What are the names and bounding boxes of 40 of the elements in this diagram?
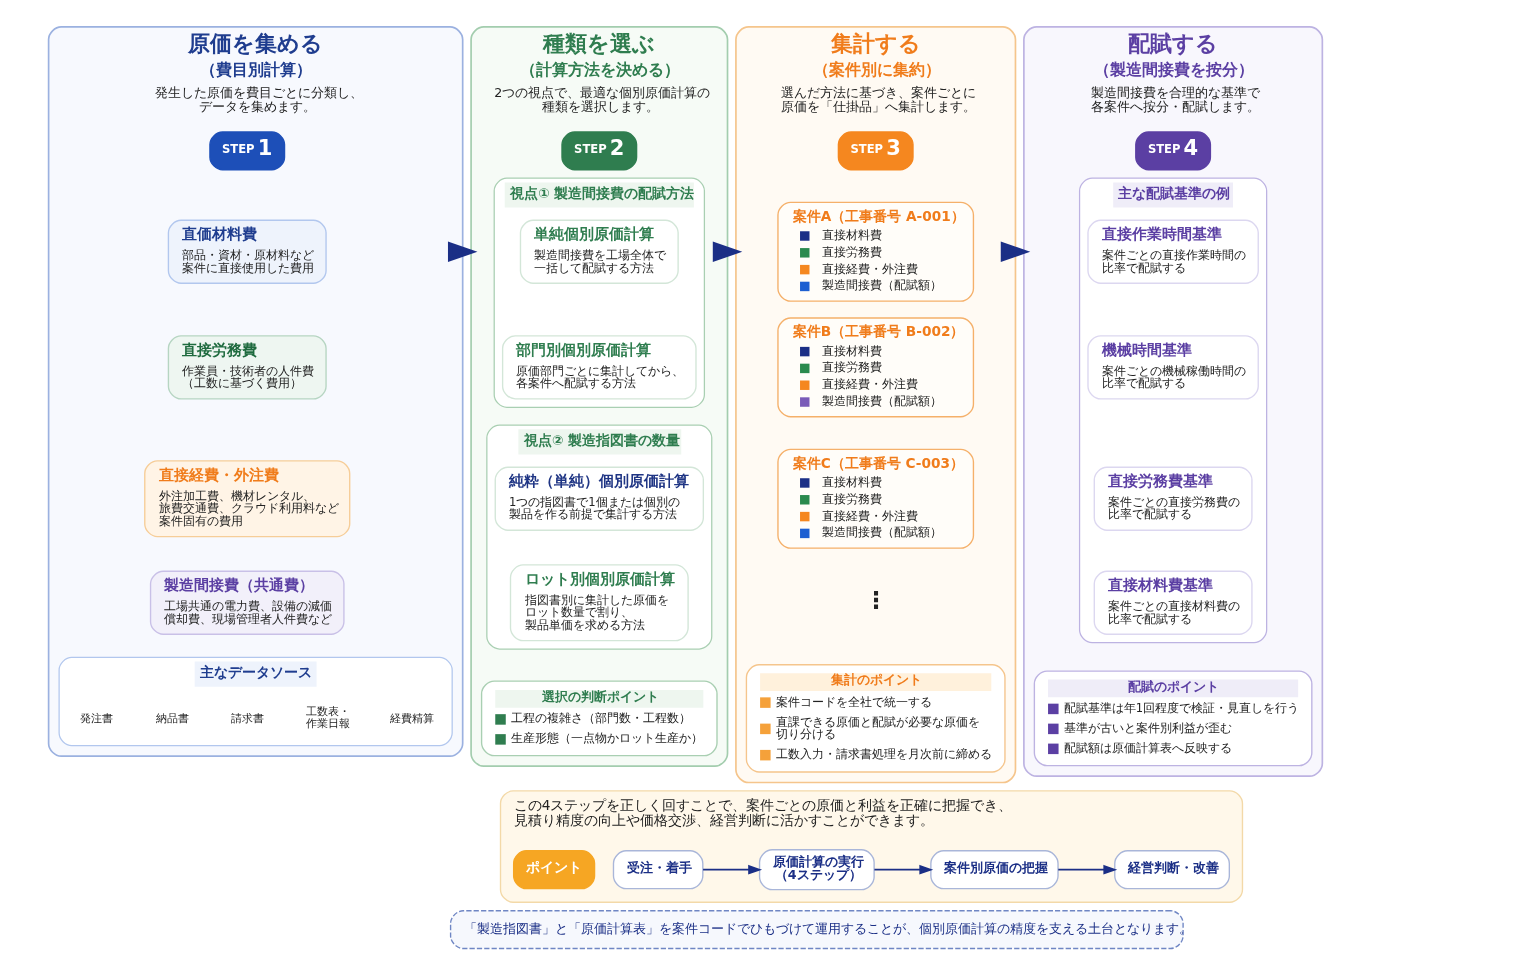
node-text: 発注書	[79, 711, 113, 724]
node-box: 製造間接費（共通費） 工場共通の電力費、設備の減価償却費、現場管理者人件費など	[149, 570, 345, 635]
node-box: 案件C（工事番号 C-003） 直接材料費 直接労務費 直接経費・外注費 製造間接費（配賦額）	[776, 448, 974, 549]
arrow	[1056, 864, 1117, 875]
node-box: 受注・着手	[612, 850, 703, 890]
arrow	[1000, 241, 1030, 263]
node-box: ポイント	[512, 850, 595, 890]
node-box: 案件A（工事番号 A-001） 直接材料費 直接労務費 直接経費・外注費 製造間接費（配賦額）	[776, 201, 974, 302]
node-box: 直接労務費基準 案件ごとの直接労務費の比率で配賦する	[1093, 466, 1253, 531]
arrow	[701, 864, 762, 875]
node-box: ロット別個別原価計算 指図書別に集計した原価をロット数量で割り、製品単価を求める方法	[509, 564, 689, 642]
node-box: 案件別原価の把握	[929, 850, 1059, 890]
label: ⋮	[863, 586, 887, 613]
arrow	[873, 864, 933, 875]
arrow	[447, 241, 477, 263]
node-box: 案件B（工事番号 B-002） 直接材料費 直接労務費 直接経費・外注費 製造間接費（配賦額）	[776, 317, 974, 418]
node-box: 集計のポイント 案件コードを全社で統一する 直課できる原価と配賦が必要な原価を切り分ける 工数入力・請求書処理を月次前に締める	[745, 664, 1006, 773]
node-box: 直接材料費基準 案件ごとの直接材料費の比率で配賦する	[1093, 570, 1253, 635]
node-box: 機械時間基準 案件ごとの機械稼働時間の比率で配賦する	[1086, 335, 1259, 400]
node-box: STEP 3	[837, 131, 914, 171]
node-box: 単純個別原価計算 製造間接費を工場全体で一括して配賦する方法	[519, 219, 679, 284]
node-box: 「製造指図書」と「原価計算表」を案件コードでひもづけて運用することが、個別原価計算の精度を支える土台となります。	[449, 910, 1184, 950]
node-box: 選択の判断ポイント 工程の複雑さ（部門数・工程数） 生産形態（一点物かロット生産か）	[480, 680, 718, 757]
node-box: 直価材料費 部品・資材・原材料など案件に直接使用した費用	[167, 219, 327, 284]
node-box: 直接作業時間基準 案件ごとの直接作業時間の比率で配賦する	[1086, 219, 1259, 284]
node-box: STEP 2	[560, 131, 637, 171]
node-text: 工数表・作業日報	[305, 705, 350, 729]
node-box: 原価計算の実行（4ステップ）	[758, 849, 875, 891]
arrow	[712, 241, 742, 263]
node-box: STEP 1	[208, 131, 285, 171]
node-text: 請求書	[230, 711, 264, 724]
node-box: 純粋（単純）個別原価計算 1つの指図書で1個または個別の製品を作る前提で集計する方法	[494, 466, 704, 531]
node-box: 配賦のポイント 配賦基準は年1回程度で検証・見直しを行う 基準が古いと案件別利益が歪む 配賦額は原価計算表へ反映する	[1033, 670, 1312, 767]
node-box: 直接労務費 作業員・技術者の人件費（工数に基づく費用）	[167, 335, 327, 400]
node-box: STEP 4	[1134, 131, 1211, 171]
node-box: 直接経費・外注費 外注加工費、機材レンタル、旅費交通費、クラウド利用料など案件固有の費用	[143, 460, 350, 538]
node-box: 経営判断・改善	[1113, 850, 1230, 890]
node-text: 納品書	[155, 711, 189, 724]
node-text: 経費精算	[389, 711, 434, 724]
node-box: 部門別個別原価計算 原価部門ごとに集計してから、各案件へ配賦する方法	[501, 335, 697, 400]
